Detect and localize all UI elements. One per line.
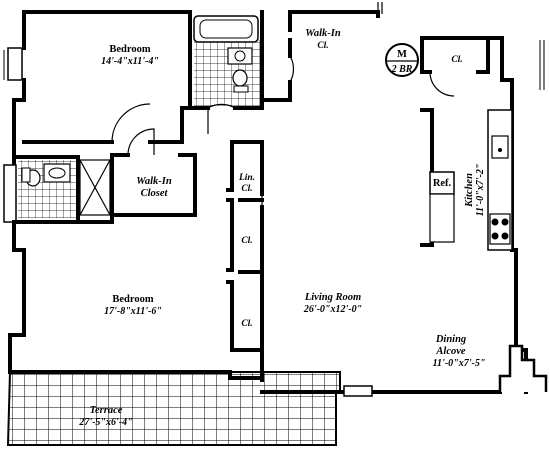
unit-subtitle: 2 BR	[391, 64, 413, 75]
kitchen-name: Kitchen	[464, 173, 475, 208]
bedroom1-dims: 14'-4"x11'-4"	[101, 56, 159, 67]
walkin-closet-name: Walk-In	[136, 176, 172, 187]
interior-walls	[12, 10, 434, 382]
lin-cl-name: Lin.	[238, 173, 255, 183]
kitchen-dims: 11'-0"x7'-2"	[475, 164, 486, 217]
walkin-cl-name: Walk-In	[305, 28, 341, 39]
window-frames	[3, 2, 545, 397]
unit-letter: M	[397, 49, 407, 60]
bedroom1-name: Bedroom	[109, 44, 150, 55]
kitchen-fixtures	[429, 109, 513, 251]
bathroom-1	[193, 15, 260, 106]
dining-dims: 11'-0"x7'-5"	[433, 358, 486, 369]
doors	[111, 55, 455, 207]
walkin-closet-sub: Closet	[141, 188, 169, 199]
dining-name: Dining	[435, 334, 466, 345]
lin-cl-sub: Cl.	[241, 184, 252, 194]
bedroom2-name: Bedroom	[112, 294, 153, 305]
closet-low: Cl.	[241, 319, 252, 329]
terrace	[6, 371, 341, 446]
bedroom2-dims: 17'-8"x11'-6"	[104, 306, 162, 317]
dining-sub: Alcove	[435, 346, 465, 357]
room-labels: Bedroom 14'-4"x11'-4" Walk-In Cl. Cl. Wa…	[78, 28, 486, 428]
ref-label: Ref.	[433, 178, 452, 189]
bathroom-2	[18, 159, 111, 218]
terrace-dims: 27'-5"x6'-4"	[78, 417, 132, 428]
closet-top: Cl.	[451, 55, 462, 65]
corner-pier	[498, 344, 548, 392]
walkin-cl-sub: Cl.	[317, 41, 328, 51]
unit-badge: M 2 BR	[385, 43, 419, 77]
living-name: Living Room	[304, 292, 361, 303]
terrace-name: Terrace	[90, 405, 123, 416]
closet-mid: Cl.	[241, 236, 252, 246]
living-dims: 26'-0"x12'-0"	[303, 304, 362, 315]
